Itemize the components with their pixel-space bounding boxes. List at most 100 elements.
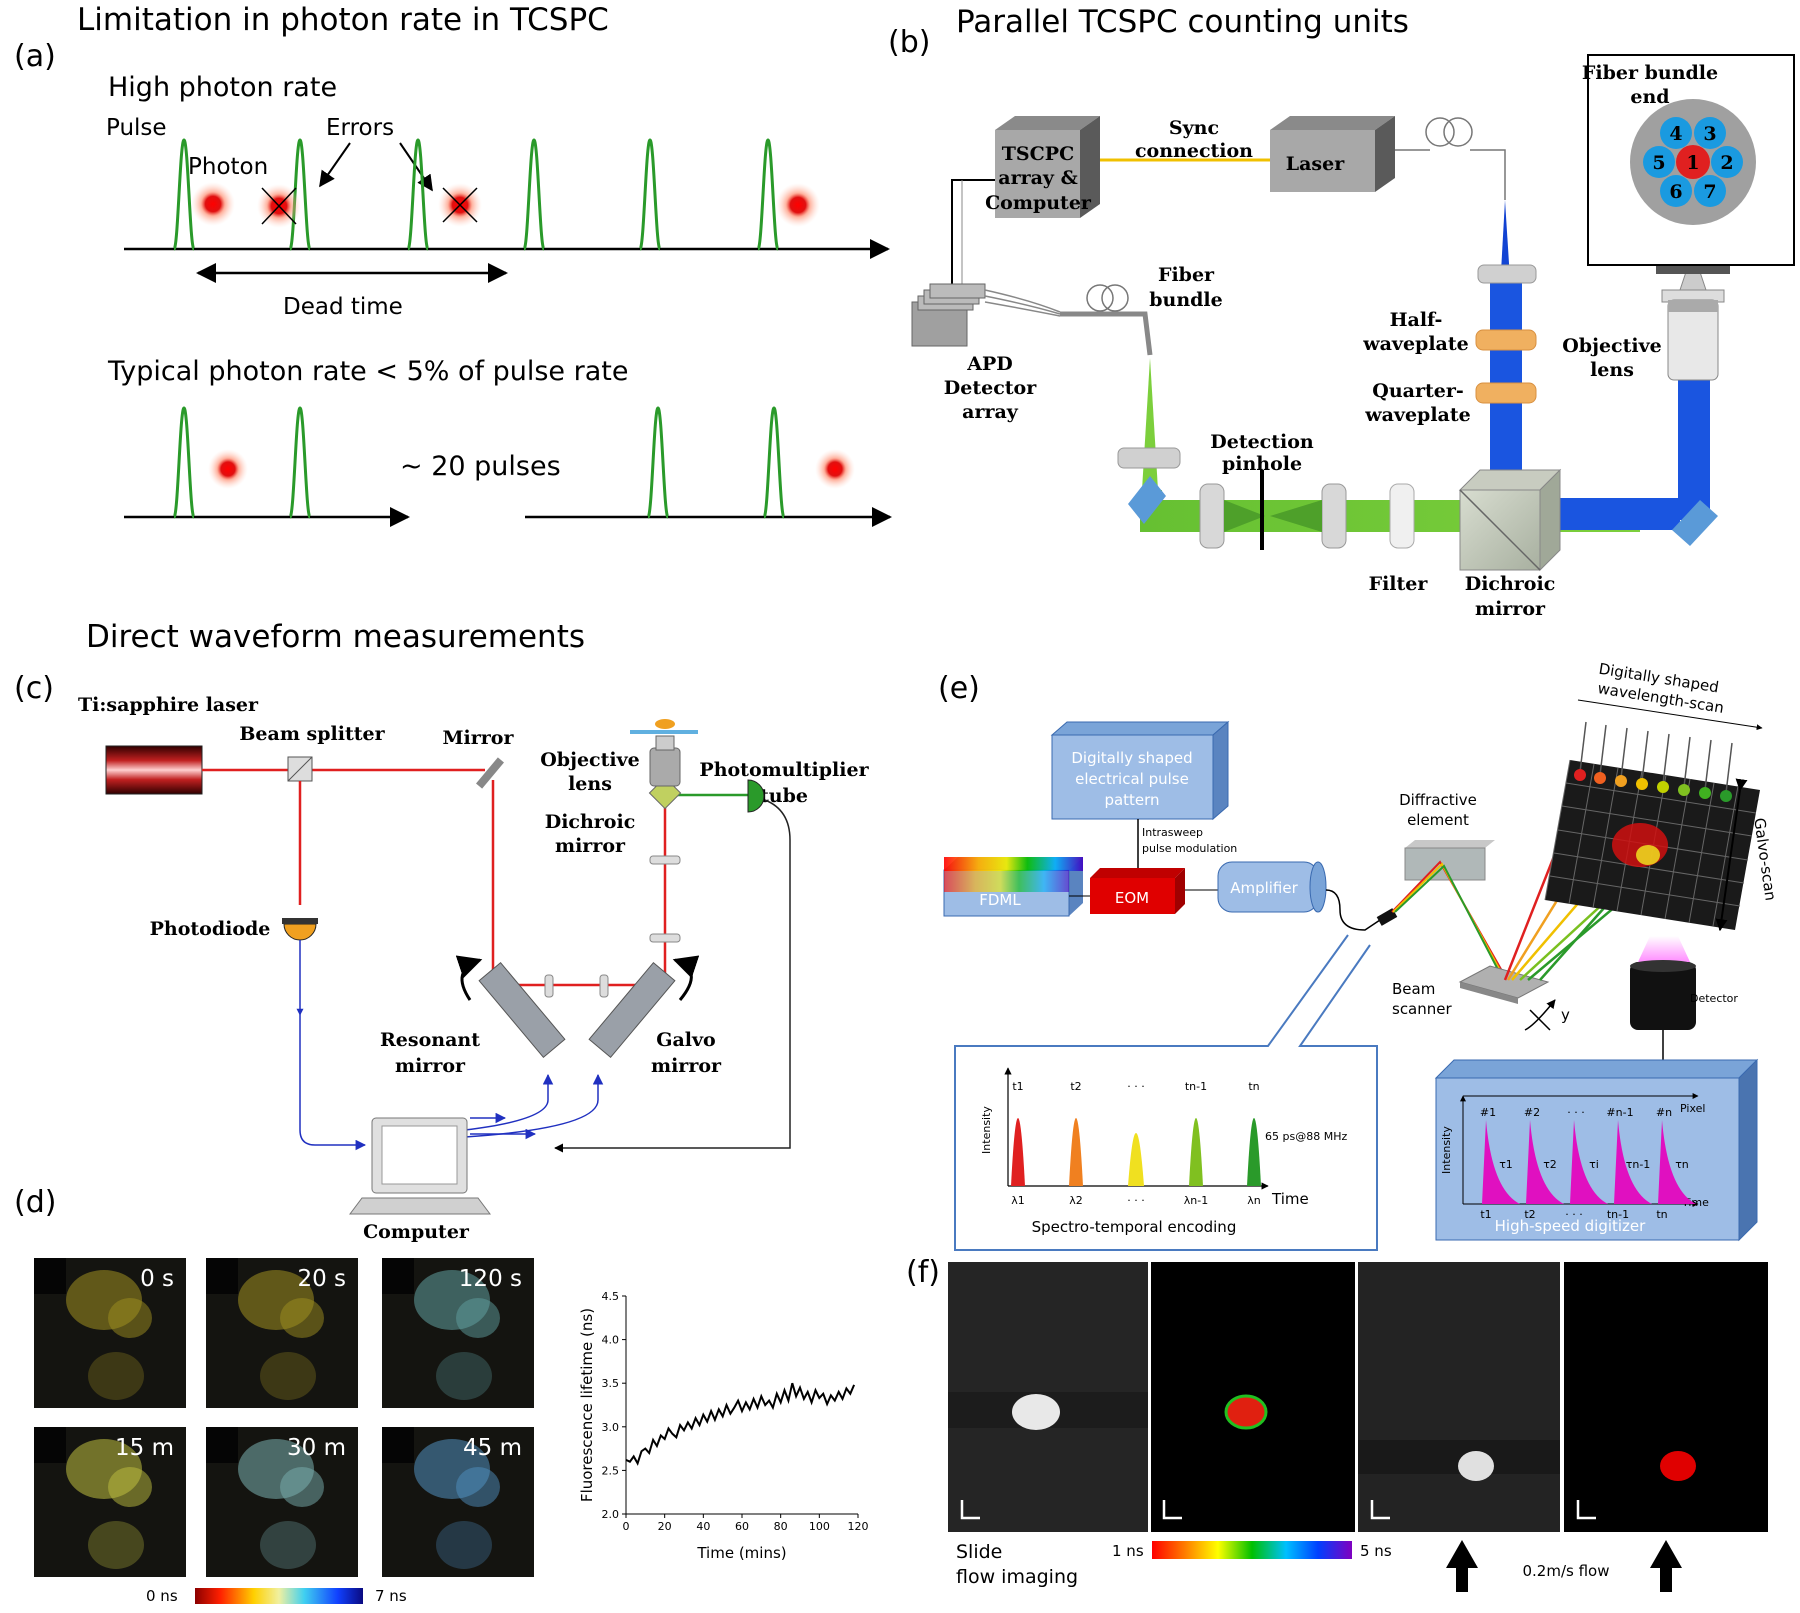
intrasweep-label: Intrasweep: [1142, 826, 1203, 839]
detector-label: Detector: [1690, 992, 1738, 1005]
fiber-bundle-label: Fiber: [1158, 264, 1215, 286]
microscopy-frame: 45 m: [382, 1427, 534, 1577]
resonant-mirror: [455, 955, 566, 1059]
pulse-time-label: tn: [1248, 1080, 1259, 1093]
error-arrow-left: [319, 142, 351, 188]
pulse-train-top: [172, 138, 780, 251]
resonant-label: Resonant: [380, 1029, 480, 1051]
sync-label: Sync: [1169, 117, 1219, 139]
y-tick-label: 4.0: [602, 1334, 620, 1347]
galvo-label: mirror: [651, 1055, 722, 1077]
decay-pulse: [1526, 1120, 1564, 1204]
pulse: [288, 138, 312, 251]
x-tick-label: 80: [774, 1520, 788, 1533]
frame-time-label: 45 m: [463, 1435, 522, 1461]
panel-e-label: (e): [938, 671, 980, 706]
galvo-scan-label: Galvo-scan: [1750, 817, 1779, 902]
panel-c-label: (c): [14, 671, 54, 706]
pulse-wavelength-label: λn: [1247, 1194, 1261, 1207]
pulse-pattern-label: pattern: [1104, 791, 1159, 809]
fiber-number: 1: [1686, 152, 1699, 174]
dichroic-label: mirror: [1475, 598, 1546, 620]
pulse-number-label: #n-1: [1606, 1106, 1633, 1119]
objective-label: lens: [568, 773, 612, 795]
x-tick-label: 0: [623, 1520, 630, 1533]
y-tick-label: 3.5: [602, 1377, 620, 1390]
cell-lifetime: [1226, 1396, 1266, 1428]
flow-lifetime-image: [1564, 1262, 1768, 1532]
tau-label: τn: [1675, 1158, 1689, 1171]
photon-label: Photon: [188, 154, 268, 180]
panel-b: Parallel TCSPC counting units (b) TSCPC …: [888, 4, 1795, 620]
panel-b-label: (b): [888, 25, 930, 60]
colorbar-max: 5 ns: [1360, 1542, 1392, 1560]
filter: [1389, 483, 1415, 549]
fiber-core: [1660, 175, 1692, 207]
fdml-box: FDML: [943, 857, 1083, 917]
lens: [1477, 264, 1537, 284]
fiber-core: [1660, 117, 1692, 149]
half-waveplate-label: Half-: [1390, 309, 1443, 331]
pulse: [756, 138, 780, 251]
y-axis-label: y: [1561, 1006, 1570, 1024]
pinhole-label: Detection: [1210, 431, 1314, 453]
beam-scanner: [1458, 965, 1550, 999]
quarter-waveplate-label: waveplate: [1364, 404, 1470, 426]
objective-label: Objective: [1562, 335, 1662, 357]
cell-gray: [1458, 1451, 1494, 1481]
resonant-label: mirror: [395, 1055, 466, 1077]
lens: [599, 974, 609, 998]
fiber-number: 2: [1720, 152, 1733, 174]
decay-pulse: [1614, 1120, 1652, 1204]
laser-box: Laser: [1270, 116, 1395, 192]
x-axis-label: Time (mins): [696, 1544, 786, 1562]
panel-a-label: (a): [14, 39, 56, 74]
frame-time-label: 20 s: [297, 1266, 346, 1292]
tcspc-label: Computer: [985, 192, 1092, 214]
fiber-core: [1711, 146, 1743, 178]
panel-d-label: (d): [14, 1185, 56, 1220]
pulse: [172, 138, 196, 251]
fiber-bundle-end-label: end: [1630, 86, 1669, 108]
microscopy-frame: 30 m: [206, 1427, 358, 1577]
tau-label: τi: [1589, 1158, 1599, 1171]
fiber-number: 7: [1703, 181, 1716, 203]
pmt-label: tube: [760, 785, 808, 807]
flow-speed-label: 0.2m/s flow: [1523, 1562, 1610, 1580]
fiber-number: 4: [1669, 123, 1682, 145]
laser-label: Laser: [1286, 153, 1345, 175]
tau-label: τ2: [1543, 1158, 1557, 1171]
x-tick-label: 20: [658, 1520, 672, 1533]
lens: [649, 855, 681, 865]
pulse-number-label: #2: [1524, 1106, 1540, 1119]
photodiode: [283, 923, 317, 941]
galvo-label: Galvo: [656, 1029, 715, 1051]
pulse-pattern-label: electrical pulse: [1075, 770, 1189, 788]
galvo-mirror: [588, 955, 700, 1059]
diffractive-element: [1404, 847, 1486, 881]
cell-gray: [1012, 1394, 1060, 1430]
apd-label: APD: [966, 353, 1013, 375]
panel-f-label: (f): [906, 1255, 940, 1290]
green-beam-cone: [1142, 358, 1158, 490]
objective-label: lens: [1590, 359, 1634, 381]
pulse-time-label: t1: [1012, 1080, 1023, 1093]
mirror: [1128, 476, 1166, 524]
amplifier-box: Amplifier: [1217, 861, 1327, 913]
diffractive-label: element: [1407, 811, 1469, 829]
pulse: [406, 138, 430, 251]
twenty-pulses-label: ~ 20 pulses: [400, 451, 561, 482]
lens: [1321, 483, 1347, 549]
pulse-time-label: t2: [1070, 1080, 1081, 1093]
dead-time-label: Dead time: [283, 294, 403, 320]
decay-pulse: [1482, 1120, 1520, 1204]
apd-label: array: [962, 401, 1019, 423]
y-tick-label: 4.5: [602, 1290, 620, 1303]
mirror-label: Mirror: [443, 727, 515, 749]
rate-label: 65 ps@88 MHz: [1265, 1130, 1347, 1143]
pulse-wavelength-label: λ1: [1011, 1194, 1025, 1207]
